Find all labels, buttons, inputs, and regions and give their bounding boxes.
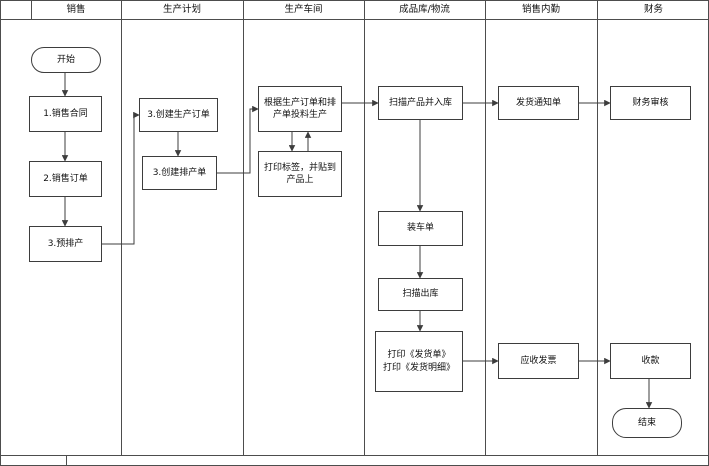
node-sales-order: 2.销售订单 — [29, 161, 102, 197]
lane-header-sales-support: 销售内勤 — [521, 4, 560, 15]
node-finance-review: 财务审核 — [610, 86, 691, 120]
connector-pre-scheduling-to-create-production-order — [102, 111, 140, 245]
lane-divider-4 — [485, 1, 486, 455]
node-print-delivery-docs: 打印《发货单》 打印《发货明细》 — [375, 331, 463, 392]
header-bottom-line — [1, 19, 708, 20]
lane-header-production-planning: 生产计划 — [162, 4, 201, 15]
lane-header-sales: 销售 — [66, 4, 86, 15]
node-pre-scheduling: 3.预排产 — [29, 226, 102, 262]
node-scan-into-warehouse: 扫描产品并入库 — [378, 86, 463, 120]
node-end: 结束 — [612, 408, 682, 438]
node-collection: 收款 — [610, 343, 691, 379]
lane-header-production-workshop: 生产车间 — [284, 4, 323, 15]
connector-create-scheduling-order-to-feed-production — [217, 105, 259, 174]
node-receivable-invoice: 应收发票 — [498, 343, 579, 379]
lane-header-warehouse-logistics: 成品库/物流 — [399, 4, 450, 15]
footer-top-line — [1, 455, 708, 456]
lane-divider-5 — [597, 1, 598, 455]
footer-divider — [66, 455, 67, 465]
node-scan-out: 扫描出库 — [378, 278, 463, 311]
node-create-production-order: 3.创建生产订单 — [139, 98, 218, 132]
lane-divider-3 — [364, 1, 365, 455]
node-loading-list: 装车单 — [378, 211, 463, 246]
header-corner-divider — [31, 1, 32, 19]
node-sales-contract: 1.销售合同 — [29, 96, 102, 132]
lane-header-finance: 财务 — [643, 4, 663, 15]
node-delivery-notice: 发货通知单 — [498, 86, 579, 120]
node-print-label: 打印标签，并贴到产品上 — [258, 151, 342, 197]
lane-divider-2 — [243, 1, 244, 455]
node-feed-production: 根据生产订单和排产单投料生产 — [258, 86, 342, 132]
lane-divider-1 — [121, 1, 122, 455]
node-create-scheduling-order: 3.创建排产单 — [142, 156, 217, 190]
node-start: 开始 — [31, 47, 101, 73]
